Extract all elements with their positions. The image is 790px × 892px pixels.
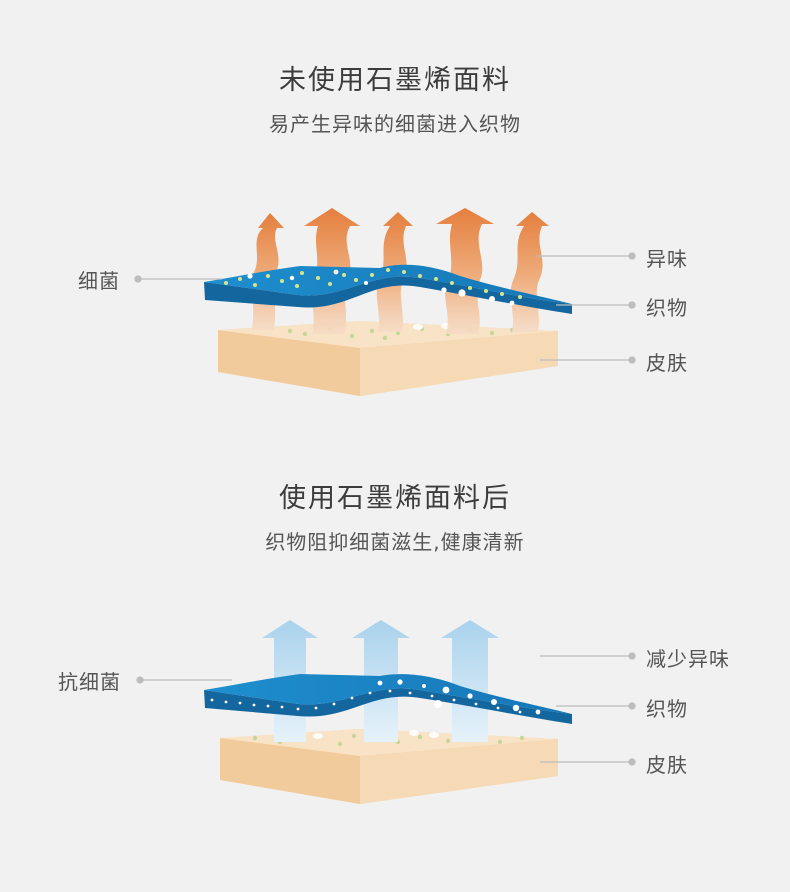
skin-layer bbox=[218, 321, 558, 396]
pore-dots-fabric bbox=[247, 269, 515, 306]
label-odor: 异味 bbox=[646, 247, 688, 271]
leader-lines bbox=[136, 652, 636, 766]
leader-lines bbox=[134, 252, 636, 364]
fabric-layer bbox=[204, 674, 572, 724]
label-antibacterial: 抗细菌 bbox=[58, 670, 121, 694]
panel-without-graphene: 未使用石墨烯面料 易产生异味的细菌进入织物 bbox=[78, 65, 688, 396]
illustration-without-graphene bbox=[134, 208, 636, 396]
label-skin: 皮肤 bbox=[646, 351, 688, 375]
skin-layer bbox=[220, 729, 558, 804]
panel-with-graphene: 使用石墨烯面料后 织物阻抑细菌滋生,健康清新 bbox=[0, 446, 790, 892]
label-reduce-odor: 减少异味 bbox=[646, 647, 730, 671]
panel-title: 使用石墨烯面料后 bbox=[279, 483, 511, 514]
panel-subtitle: 织物阻抑细菌滋生,健康清新 bbox=[265, 530, 525, 554]
label-bacteria: 细菌 bbox=[78, 269, 120, 293]
label-fabric: 织物 bbox=[646, 296, 688, 320]
label-skin: 皮肤 bbox=[646, 753, 688, 777]
panel-title: 未使用石墨烯面料 bbox=[279, 65, 511, 96]
bacteria-dots-fabric bbox=[224, 268, 522, 299]
illustration-with-graphene bbox=[136, 620, 636, 804]
panel-subtitle: 易产生异味的细菌进入织物 bbox=[269, 112, 521, 136]
label-fabric: 织物 bbox=[646, 697, 688, 721]
pore-dots-fabric bbox=[210, 679, 541, 715]
fabric-layer bbox=[204, 264, 572, 314]
